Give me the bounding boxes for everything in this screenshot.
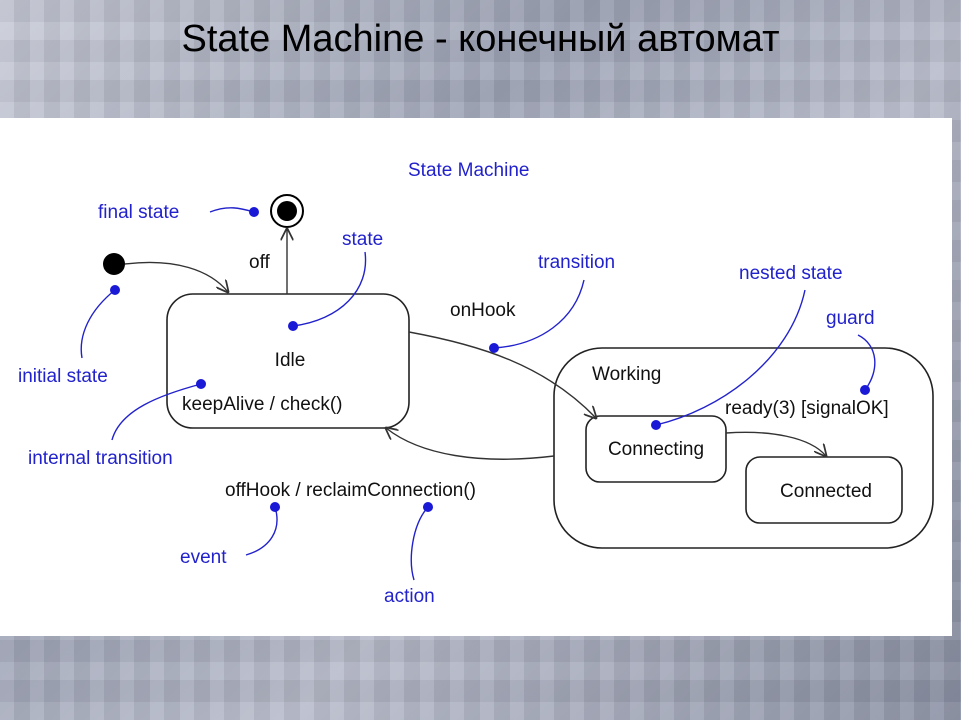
internal-transition-annotation: internal transition xyxy=(28,448,173,469)
nested-state-annotation: nested state xyxy=(739,263,843,284)
ready-transition-edge xyxy=(725,431,826,456)
transition-marker xyxy=(489,343,499,353)
state-leader xyxy=(292,251,367,327)
idle-state xyxy=(166,293,410,429)
connecting-state-label: Connecting xyxy=(608,439,704,460)
onhook-transition-label: onHook xyxy=(450,300,516,321)
idle-state-label: Idle xyxy=(275,350,306,371)
final-state-core xyxy=(277,201,297,221)
onhook-transition-edge xyxy=(408,331,596,418)
final-state-marker xyxy=(249,207,259,217)
action-annotation: action xyxy=(384,586,435,607)
event-annotation: event xyxy=(180,547,227,568)
idle-internal-transition-label: keepAlive / check() xyxy=(182,394,343,415)
internal-transition-leader xyxy=(111,383,202,441)
ready-transition-label: ready(3) [signalOK] xyxy=(725,398,889,419)
initial-state-node xyxy=(103,253,125,275)
internal-transition-marker xyxy=(196,379,206,389)
initial-transition-edge xyxy=(124,261,228,292)
diagram-title: State Machine xyxy=(408,160,529,181)
connecting-state xyxy=(585,415,727,483)
working-state-label: Working xyxy=(592,364,661,385)
initial-state-annotation: initial state xyxy=(18,366,108,387)
state-marker xyxy=(288,321,298,331)
connected-state-label: Connected xyxy=(780,481,872,502)
guard-marker xyxy=(860,385,870,395)
nested-state-leader xyxy=(655,289,806,426)
guard-annotation: guard xyxy=(826,308,875,329)
final-state-annotation: final state xyxy=(98,202,179,223)
action-marker xyxy=(423,502,433,512)
offhook-transition-edge xyxy=(386,428,555,460)
event-leader xyxy=(245,506,278,556)
final-state-leader xyxy=(209,207,255,213)
slide-title: State Machine - конечный автомат xyxy=(181,18,780,60)
transition-leader xyxy=(493,279,585,349)
guard-leader xyxy=(857,334,876,391)
transition-annotation: transition xyxy=(538,252,615,273)
initial-state-leader xyxy=(80,289,116,359)
offhook-transition-label: offHook / reclaimConnection() xyxy=(225,480,476,501)
initial-state-marker xyxy=(110,285,120,295)
action-leader xyxy=(410,506,429,581)
state-annotation: state xyxy=(342,229,383,250)
event-marker xyxy=(270,502,280,512)
nested-state-marker xyxy=(651,420,661,430)
off-transition-label: off xyxy=(249,252,271,273)
